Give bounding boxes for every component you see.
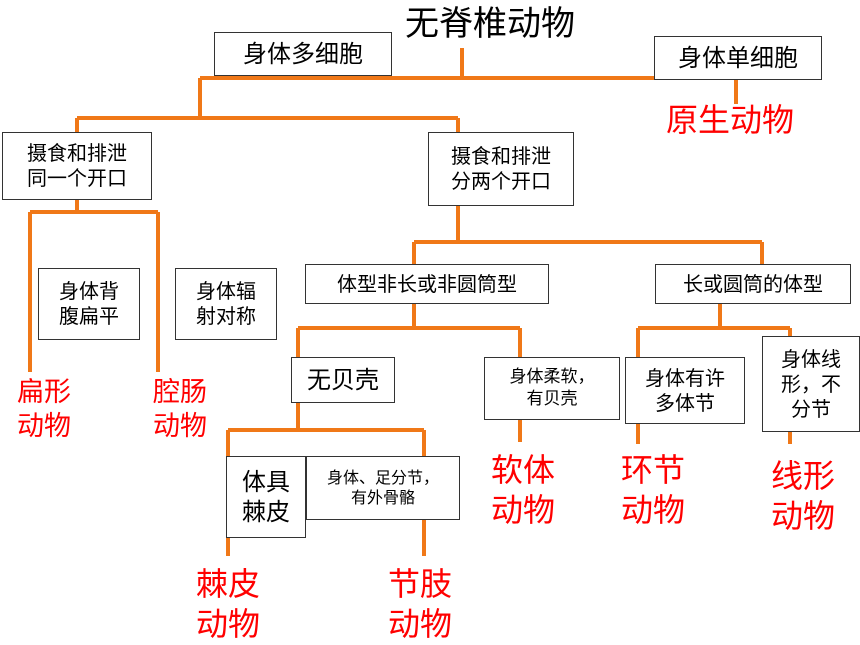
group-flatworms: 扁形 动物 [17, 377, 71, 442]
node-spiny-skin: 体具 棘皮 [226, 456, 306, 538]
group-protozoa: 原生动物 [665, 101, 794, 139]
node-non-long-body: 体型非长或非圆筒型 [305, 264, 549, 304]
node-flat-body: 身体背 腹扁平 [38, 268, 140, 340]
group-echinoderms: 棘皮 动物 [195, 565, 260, 643]
node-one-opening: 摄食和排泄 同一个开口 [2, 132, 152, 200]
node-long-body: 长或圆筒的体型 [655, 264, 851, 304]
node-thread-body: 身体线 形，不 分节 [762, 336, 860, 432]
node-radial-symmetry: 身体辐 射对称 [175, 268, 277, 340]
group-arthropods: 节肢 动物 [387, 565, 452, 643]
diagram-title: 无脊椎动物 [405, 4, 575, 44]
node-no-shell: 无贝壳 [291, 357, 395, 403]
node-many-segments: 身体有许 多体节 [625, 357, 745, 424]
group-mollusks: 软体 动物 [490, 451, 555, 529]
node-jointed-exoskeleton: 身体、足分节， 有外骨骼 [306, 456, 460, 520]
node-multi-cell: 身体多细胞 [214, 32, 392, 76]
node-soft-with-shell: 身体柔软， 有贝壳 [484, 357, 620, 420]
node-two-openings: 摄食和排泄 分两个开口 [428, 132, 574, 206]
node-single-cell: 身体单细胞 [654, 36, 822, 80]
group-nematodes: 线形 动物 [770, 457, 835, 535]
group-annelids: 环节 动物 [620, 451, 685, 529]
group-cnidarians: 腔肠 动物 [153, 377, 207, 442]
